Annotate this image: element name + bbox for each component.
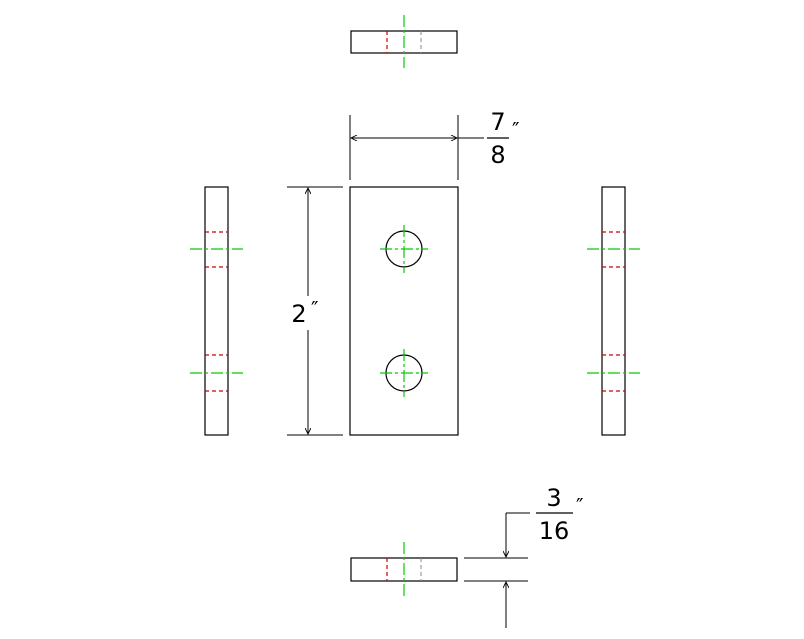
- width-numerator: 7: [490, 108, 505, 136]
- height-unit: ″: [311, 297, 318, 321]
- front-view-outline: [349, 186, 459, 436]
- front-view: [349, 186, 459, 436]
- thickness-unit: ″: [576, 494, 583, 518]
- right-side-view: [587, 186, 640, 436]
- left-view-outline: [204, 186, 229, 436]
- height-dimension: 2 ″: [287, 186, 343, 436]
- thickness-dimension: 3 16 ″: [464, 484, 583, 628]
- thickness-denominator: 16: [539, 517, 570, 545]
- right-view-outline: [601, 186, 626, 436]
- thickness-numerator: 3: [546, 484, 561, 512]
- left-side-view: [190, 186, 243, 436]
- width-denominator: 8: [490, 141, 505, 169]
- width-unit: ″: [512, 118, 519, 142]
- bottom-view: [350, 542, 458, 597]
- top-view: [350, 15, 458, 68]
- width-dimension: 7 8 ″: [349, 108, 519, 180]
- height-value: 2: [291, 300, 306, 328]
